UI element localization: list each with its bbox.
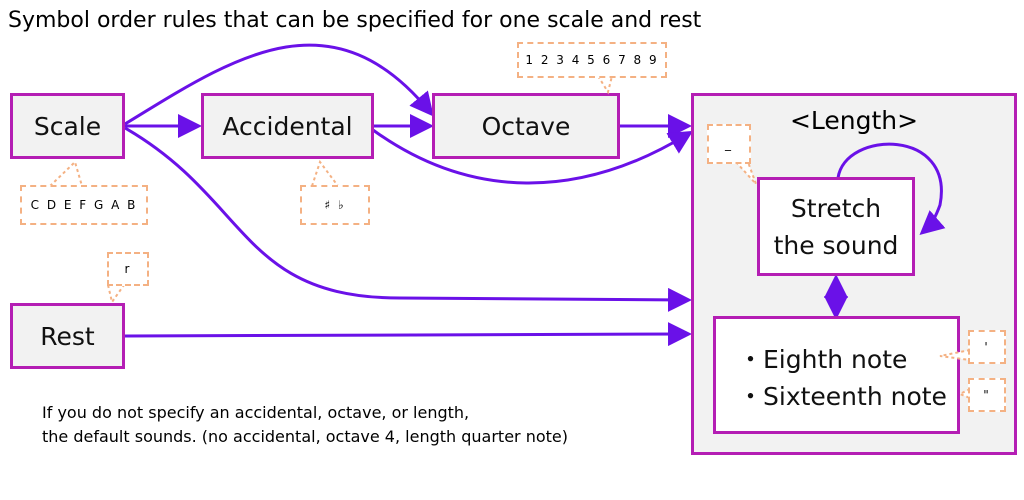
scale-callout-tail	[49, 160, 83, 187]
arrow-scale-to-octave	[124, 43, 434, 126]
rest-node: Rest	[10, 303, 125, 369]
octave-digits: 1 2 3 4 5 6 7 8 9	[525, 53, 659, 67]
octave-callout: 1 2 3 4 5 6 7 8 9	[517, 42, 667, 78]
stretch-node: Stretch the sound	[757, 177, 915, 276]
accidental-label: Accidental	[222, 111, 353, 141]
rest-symbol: r	[124, 262, 132, 276]
page-title: Symbol order rules that can be specified…	[8, 8, 702, 33]
note-types-node: ・Eighth note ・Sixteenth note	[713, 316, 960, 434]
default-note-line2: the default sounds. (no accidental, octa…	[42, 427, 568, 446]
arrow-scale-to-length	[124, 126, 692, 312]
stretch-callout: _	[707, 124, 751, 164]
default-note-line1: If you do not specify an accidental, oct…	[42, 403, 470, 422]
accidental-callout-tail	[311, 159, 339, 187]
sixteenth-callout: "	[968, 378, 1006, 412]
sixteenth-note-item: ・Sixteenth note	[738, 382, 947, 411]
stretch-symbol: _	[725, 137, 733, 151]
octave-label: Octave	[481, 111, 571, 141]
eighth-callout-tail	[939, 349, 971, 361]
arrow-rest-to-length	[124, 322, 692, 347]
accidental-node: Accidental	[201, 93, 374, 159]
eighth-note-item: ・Eighth note	[738, 345, 908, 374]
default-note: If you do not specify an accidental, oct…	[42, 401, 568, 449]
eighth-callout: '	[968, 330, 1006, 364]
accidental-callout: ♯ ♭	[300, 185, 370, 225]
octave-callout-tail	[597, 75, 613, 95]
scale-callout: C D E F G A B	[20, 185, 148, 225]
sixteenth-symbol: "	[983, 388, 991, 402]
stretch-label-line1: Stretch	[790, 193, 882, 223]
stretch-label-line2: the sound	[773, 230, 899, 260]
arrow-accidental-to-length	[372, 128, 694, 185]
eighth-symbol: '	[984, 340, 990, 354]
scale-label: Scale	[33, 111, 102, 141]
rest-label: Rest	[40, 321, 95, 351]
octave-node: Octave	[432, 93, 620, 159]
scale-node: Scale	[10, 93, 125, 159]
length-title: <Length>	[789, 106, 919, 135]
rest-callout: r	[107, 252, 149, 286]
accidental-symbols: ♯ ♭	[324, 198, 346, 212]
stretch-callout-tail	[735, 161, 757, 185]
stretch-loop-arrow	[836, 142, 946, 235]
sixteenth-callout-tail	[957, 388, 971, 399]
scale-letters: C D E F G A B	[30, 198, 138, 212]
rest-callout-tail	[107, 284, 125, 305]
